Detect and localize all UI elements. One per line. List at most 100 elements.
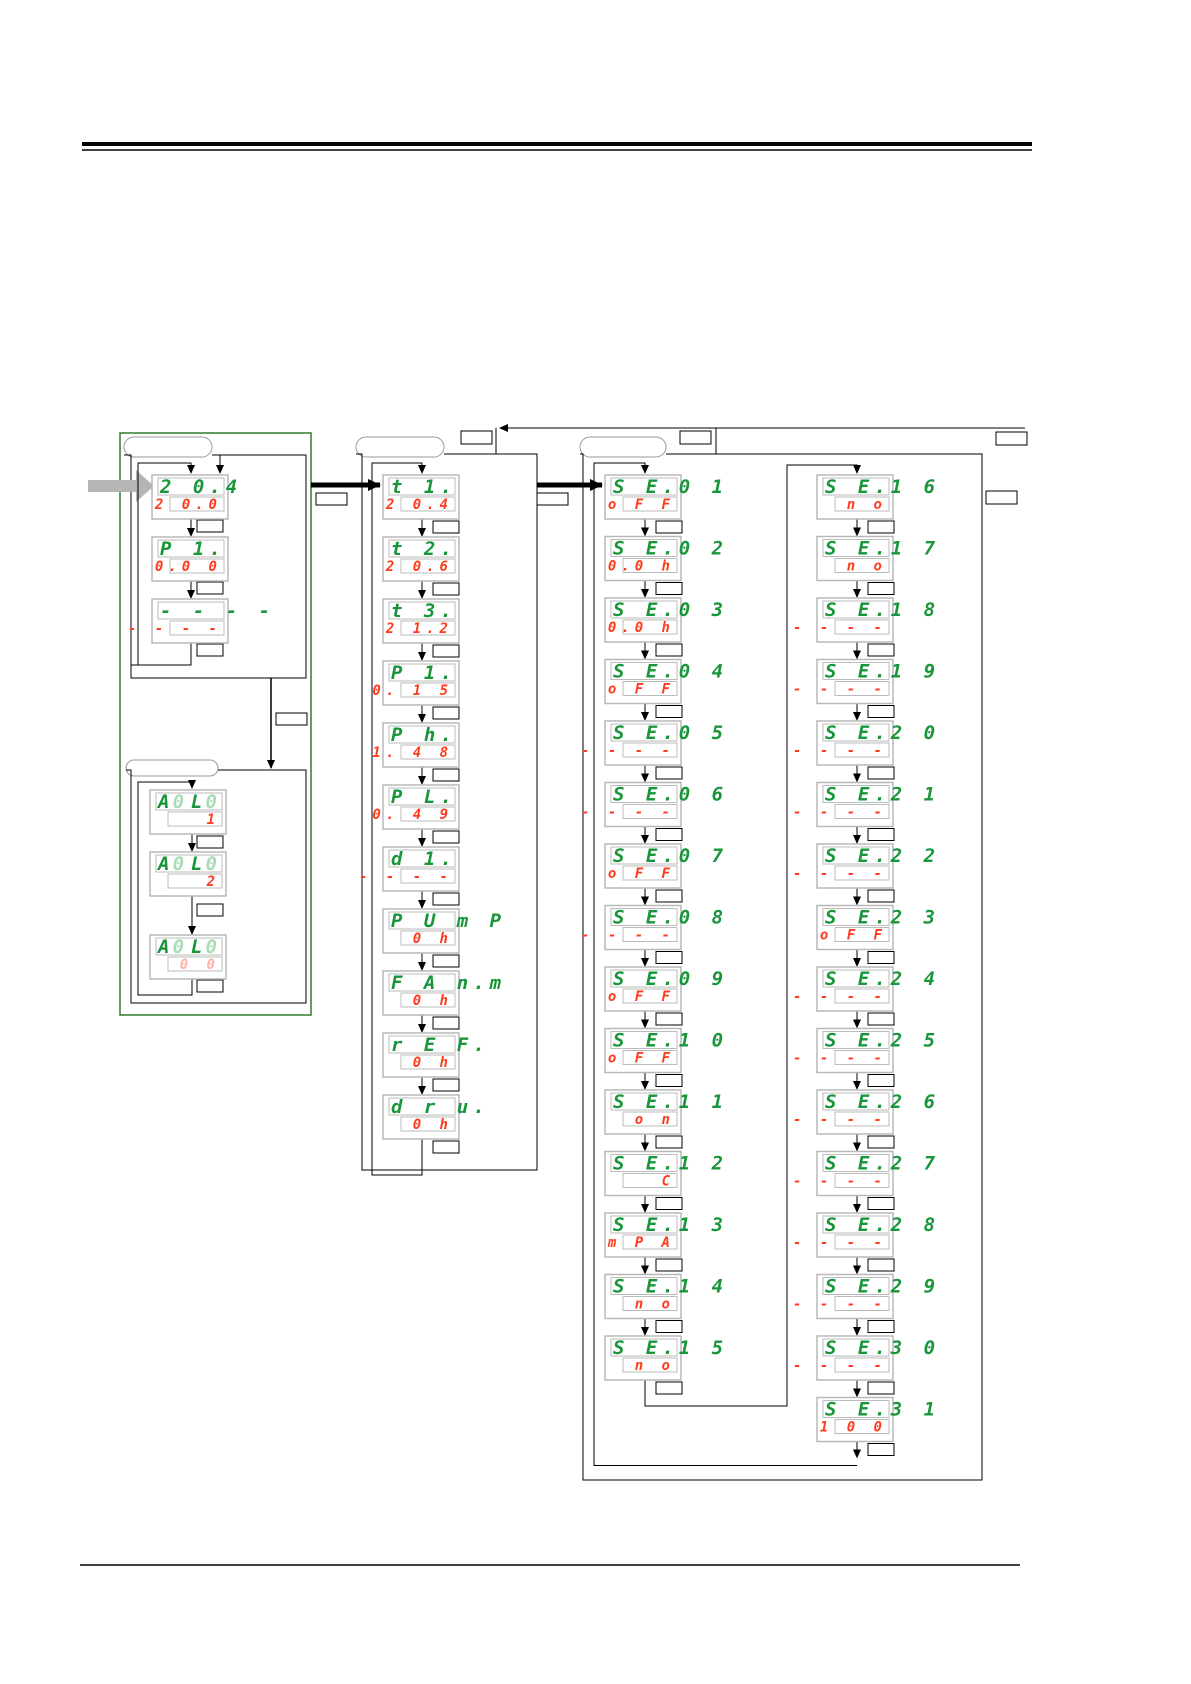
display-top-text: d 1.	[391, 848, 457, 870]
display-bottom-window	[834, 1357, 890, 1373]
display-bottom-window	[622, 988, 678, 1004]
display-top-window	[157, 601, 225, 620]
step-key-box	[655, 520, 683, 534]
display-top-window	[822, 1154, 890, 1172]
setting-display: S E.2 4- - - -	[793, 966, 940, 1012]
operation-display: P U m P0 h	[382, 908, 506, 954]
display-bottom-window	[169, 558, 225, 574]
display-top-window	[155, 854, 223, 873]
setting-display: S E.1 2C	[604, 1150, 723, 1197]
display-top-window	[610, 1092, 678, 1111]
display-top-window	[822, 969, 890, 988]
setting-display: S E.0 1o F F	[604, 474, 723, 520]
display-top-text: S E.0 5	[613, 722, 728, 744]
display-bottom-text: - - - -	[793, 866, 887, 882]
step-key-box	[432, 582, 460, 596]
display-top-window	[822, 1092, 890, 1111]
display-top-window	[610, 600, 678, 619]
monitor-display: P 1.0.0 0	[151, 536, 229, 582]
display-bottom-window	[622, 1234, 678, 1250]
display-bottom-window	[400, 620, 456, 636]
step-key-box	[432, 644, 460, 658]
key-boxes	[196, 430, 1028, 993]
setting-display: S E.2 6- - - -	[793, 1089, 935, 1135]
display-bottom-window	[622, 742, 678, 758]
display-bottom-text: n o	[847, 497, 887, 513]
display-top-text: S E.2 8	[825, 1214, 940, 1236]
alarm-display: A L0 01	[149, 789, 227, 835]
display-top-dim-text: 0 0	[173, 853, 222, 875]
display-bottom-text: o F F	[608, 682, 675, 698]
display-bottom-window	[622, 804, 678, 819]
display-bottom-text: 2 0.6	[385, 559, 453, 575]
display-top-window	[610, 846, 678, 865]
display-bottom-window	[622, 865, 678, 881]
setting-display: S E.2 3o F F	[816, 904, 935, 951]
display-bottom-window	[400, 930, 456, 946]
display-bottom-text: n o	[847, 559, 887, 575]
loop-line	[371, 462, 426, 1176]
display-bottom-window	[834, 496, 890, 512]
display-top-window	[610, 969, 678, 988]
display-bottom-window	[169, 496, 225, 512]
display-bottom-text: 2 0.0	[154, 497, 222, 513]
operation-display: r E F.0 h	[382, 1032, 485, 1078]
display-bottom-window	[834, 742, 890, 758]
display-top-window	[822, 723, 890, 742]
display-top-text: S E.1 5	[613, 1337, 728, 1359]
display-top-window	[388, 1035, 456, 1054]
display-top-text: S E.0 4	[613, 661, 728, 683]
display-top-text: S E.2 1	[825, 784, 940, 806]
step-key-box	[867, 828, 895, 841]
display-top-window	[610, 1338, 678, 1357]
display-top-text: S E.1 1	[613, 1091, 728, 1113]
setting-display: S E.0 6- - - -	[581, 781, 723, 828]
setting-display: S E.3 11 0 0	[816, 1396, 935, 1443]
loop-line	[137, 780, 196, 996]
display-top-window	[610, 785, 678, 803]
display-top-text: S E.3 0	[825, 1337, 940, 1359]
display-bottom-window	[834, 681, 890, 696]
step-key-box	[432, 830, 460, 844]
setting-display: S E.1 0o F F	[604, 1027, 728, 1074]
display-top-text: S E.1 0	[613, 1030, 728, 1052]
setting-display: S E.2 5- - - -	[793, 1027, 935, 1074]
setting-display: S E.1 9- - - -	[793, 658, 935, 705]
setting-display: S E.1 5n o	[604, 1335, 728, 1381]
display-bottom-text: 0. 4 9	[372, 807, 453, 823]
display-bottom-text: 0 h	[413, 1055, 453, 1071]
operation-display: t 1.2 0.4	[382, 474, 460, 520]
operation-display: P 1.0. 1 5	[372, 660, 460, 706]
display-bottom-window	[400, 1116, 456, 1132]
setting-group-tab	[579, 436, 667, 458]
display-top-text: P L.	[391, 786, 457, 808]
display-top-window	[822, 662, 890, 680]
display-top-text: P U m P	[391, 910, 506, 932]
key-box	[985, 490, 1018, 505]
step-key-box	[867, 1320, 895, 1333]
step-key-box	[655, 1135, 683, 1149]
setting-display: S E.1 6n o	[816, 474, 935, 520]
display-top-window	[388, 539, 456, 558]
display-top-text: t 1.	[391, 476, 457, 498]
key-box	[275, 712, 308, 726]
step-key-box	[867, 1074, 895, 1087]
step-key-box	[655, 951, 683, 964]
display-top-window	[822, 846, 890, 865]
setting-group-box	[580, 453, 983, 1481]
display-bottom-text: - - - -	[581, 743, 675, 759]
display-top-window	[610, 1215, 678, 1234]
step-key-box	[655, 1320, 683, 1333]
display-top-window	[388, 663, 456, 682]
display-top-text: S E.2 4	[825, 968, 940, 990]
key-box	[196, 903, 224, 917]
step-key-box	[867, 889, 895, 903]
setting-display: S E.0 30.0 h	[604, 597, 723, 643]
loop-line	[644, 464, 861, 1407]
display-top-window	[822, 1277, 890, 1295]
display-top-text: S E.1 7	[825, 538, 940, 560]
display-top-text: S E.0 8	[613, 907, 728, 929]
display-bottom-text: - - - -	[793, 743, 887, 759]
key-box	[196, 979, 224, 993]
display-top-window	[822, 1400, 890, 1418]
